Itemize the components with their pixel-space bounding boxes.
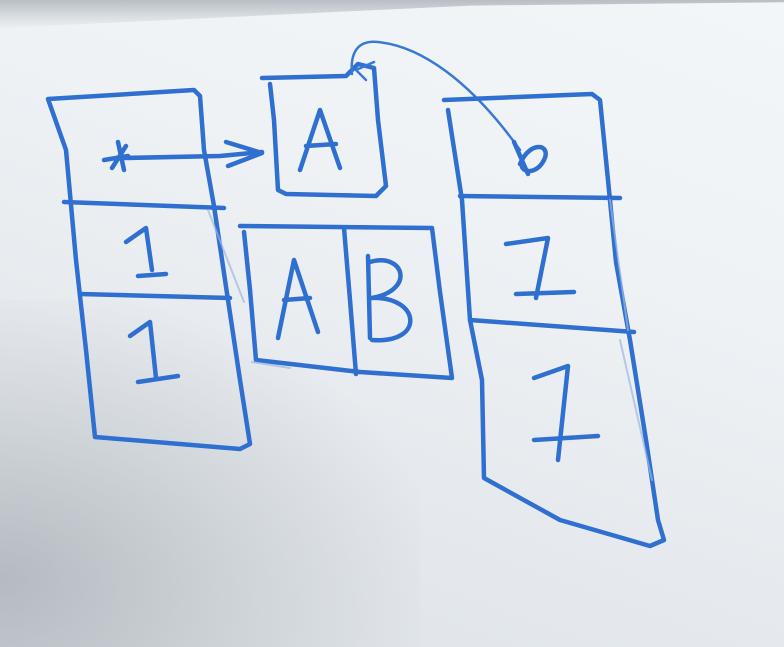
right-cell-1-text: b: [530, 152, 536, 163]
left-cell-2-text: 1: [146, 252, 152, 263]
shadow: [0, 300, 420, 647]
right-cell-3-text: 1: [560, 412, 566, 423]
right-cell-1-bottom: [531, 363, 601, 463]
left-cell-1-text: x: [116, 152, 121, 163]
left-box: [45, 87, 253, 452]
single-letter-text: A: [320, 132, 327, 143]
letter-b-in-pair: [365, 253, 413, 343]
left-cell-1-bottom: [127, 319, 181, 385]
ab-box: [237, 223, 455, 381]
letter-a-in-pair: [275, 257, 321, 341]
right-cell-1-top: [503, 235, 577, 301]
single-a-box: [259, 61, 389, 199]
pair-letter-a-text: A: [296, 292, 303, 303]
right-cell-b: [511, 139, 548, 177]
left-cell-1-top: [123, 225, 169, 279]
pair-letter-b-text: B: [390, 292, 397, 303]
right-cell-2-text: 1: [540, 262, 546, 273]
left-cell-3-text: 1: [150, 352, 156, 363]
curved-pointer-arrow: [350, 40, 522, 152]
right-box: [441, 91, 667, 549]
arrow-x-to-a: [121, 139, 265, 169]
